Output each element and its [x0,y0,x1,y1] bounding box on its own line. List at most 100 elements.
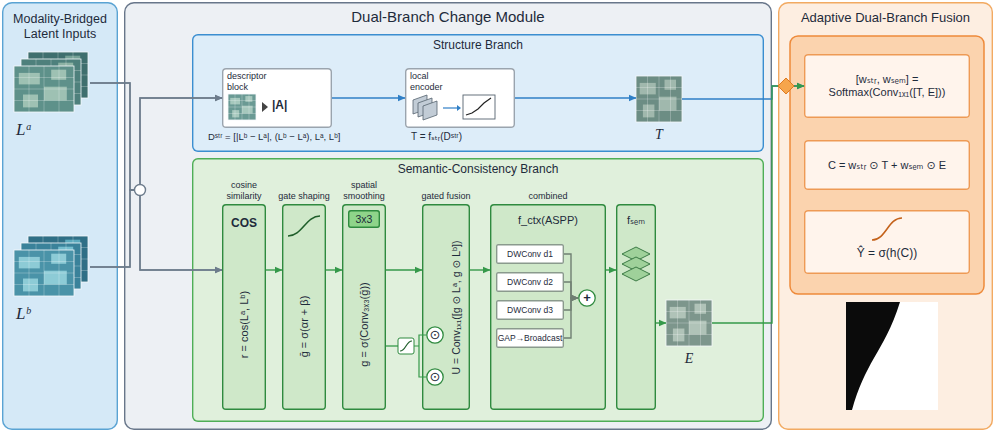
connector [564,298,578,338]
formula-text: [wₛₜᵣ, wₛₑₘ] = Softmax(Conv₁ₓ₁([T, E])) [810,73,964,99]
illustration-shape [228,113,256,114]
illustration [616,204,656,410]
merge-diamond [778,78,794,94]
illustration-shape [666,300,712,346]
illustration-shape [872,218,902,240]
connector [470,269,490,270]
connector [564,254,578,298]
illustration-shape [14,250,74,296]
illustration [804,210,970,274]
illustration-shape [666,334,712,335]
block-title: descriptor block [227,71,277,92]
op-name: COS [222,216,266,230]
semantic-head: fₛₑₘ [616,204,656,410]
feature-tile: T [636,76,682,122]
illustration-shape [846,302,938,410]
operation-column: spatial smoothingg = σ(Conv₃ₓ₃(ḡ))3x3 [342,204,386,410]
box-label: 3x3 [348,213,380,226]
illustration-shape [14,89,74,90]
box-label: DWConv d2 [496,277,564,288]
formula-text: T = fₛₜᵣ(Dˢᵗʳ) [411,131,531,143]
formula-text: C = wₛₜᵣ ⊙ T + wₛₑₘ ⊙ E [810,159,964,172]
illustration-shape [59,250,60,296]
connector [564,282,578,298]
hadamard-op: ⊙ [426,326,444,344]
kernel-chip: 3x3 [348,210,380,228]
step-caption: spatial smoothing [334,180,394,201]
conv-branch: DWConv d1 [496,244,564,264]
step-caption: gate shaping [274,191,334,202]
illustration-shape [666,323,712,324]
tensor-label: E [666,350,712,367]
operator-symbol: + [578,289,596,307]
block-title: local encoder [410,71,460,92]
connector [712,86,804,323]
hadamard-op: ⊙ [426,368,444,386]
box-label: GAP→Broadcast [496,333,564,344]
illustration [14,236,90,298]
circle-outline [579,290,595,306]
illustration-shape [900,302,918,346]
connector [682,86,804,99]
connector [90,83,222,270]
structure-branch: Structure Branchdescriptor block|A|Dˢᵗʳ … [192,34,764,152]
module-panel: Dual-Branch Change ModuleStructure Branc… [124,2,772,430]
input-panel: Modality-Bridged Latent InputsLᵃLᵇ [2,2,118,430]
sigmoid-icon [398,338,414,354]
connector [266,269,282,270]
step-caption: combined [508,191,588,202]
box-label: DWConv d1 [496,249,564,260]
connector [90,83,222,190]
connector [90,190,222,270]
formula-text: Ŷ = σ(h(C)) [810,246,964,260]
illustration-shape [790,36,984,294]
operation-column: gate shapingḡ = σ(αr + β) [282,204,326,410]
operator-symbol: ⊙ [426,368,444,386]
connector [326,269,342,270]
illustration-shape [636,76,682,122]
illustration-shape [249,94,250,120]
illustration-shape [622,267,650,281]
illustration-shape [14,273,74,274]
illustration-shape [852,302,938,410]
illustration-shape [228,107,256,108]
connector [332,97,405,98]
illustration-shape [443,107,457,108]
illustration-shape [59,66,60,112]
step-caption: cosine similarity [214,180,274,201]
panel-title: Modality-Bridged Latent Inputs [6,12,114,42]
panel-title: Dual-Branch Change Module [124,8,772,26]
illustration-shape [643,105,655,118]
conv-branch: DWConv d3 [496,300,564,320]
feature-tile: E [666,300,712,346]
tensor-label: T [636,126,682,143]
formula-box: C = wₛₜᵣ ⊙ T + wₛₑₘ ⊙ E [804,140,970,190]
block-title: f_ctx(ASPP) [490,214,606,227]
connector [606,269,616,270]
illustration-shape [228,94,256,120]
operation-column: gated fusionU = Conv₁ₓ₁([g ⊙ Lᵃ, g ⊙ Lᵇ]… [422,204,470,410]
illustration-shape [466,98,491,115]
tensor-label: Lᵃ [16,120,56,140]
illustration-shape [14,100,74,101]
illustration-shape [14,284,74,285]
box-label: DWConv d3 [496,305,564,316]
formula-box: [wₛₜᵣ, wₛₑₘ] = Softmax(Conv₁ₓ₁([T, E])) [804,54,970,118]
illustration-shape [463,95,495,119]
connector [564,298,578,310]
step-caption: gated fusion [416,191,476,202]
illustration-shape [423,101,437,120]
illustration-shape [14,66,74,112]
fusion-panel: Adaptive Dual-Branch Fusion [wₛₜᵣ, wₛₑₘ] … [778,2,993,430]
connector [90,98,222,267]
panel-title: Adaptive Dual-Branch Fusion [778,10,993,26]
latent-input-tile: Lᵃ [14,52,90,114]
connector [656,322,666,323]
connector [515,97,636,98]
formula-text: Dˢᵗʳ = [|Lᵇ − Lᵃ|, (Lᵇ − Lᵃ), Lᵃ, Lᵇ] [208,131,408,142]
branch-title: Semantic-Consistency Branch [192,162,764,176]
illustration-shape [673,329,685,342]
illustration [636,76,682,122]
